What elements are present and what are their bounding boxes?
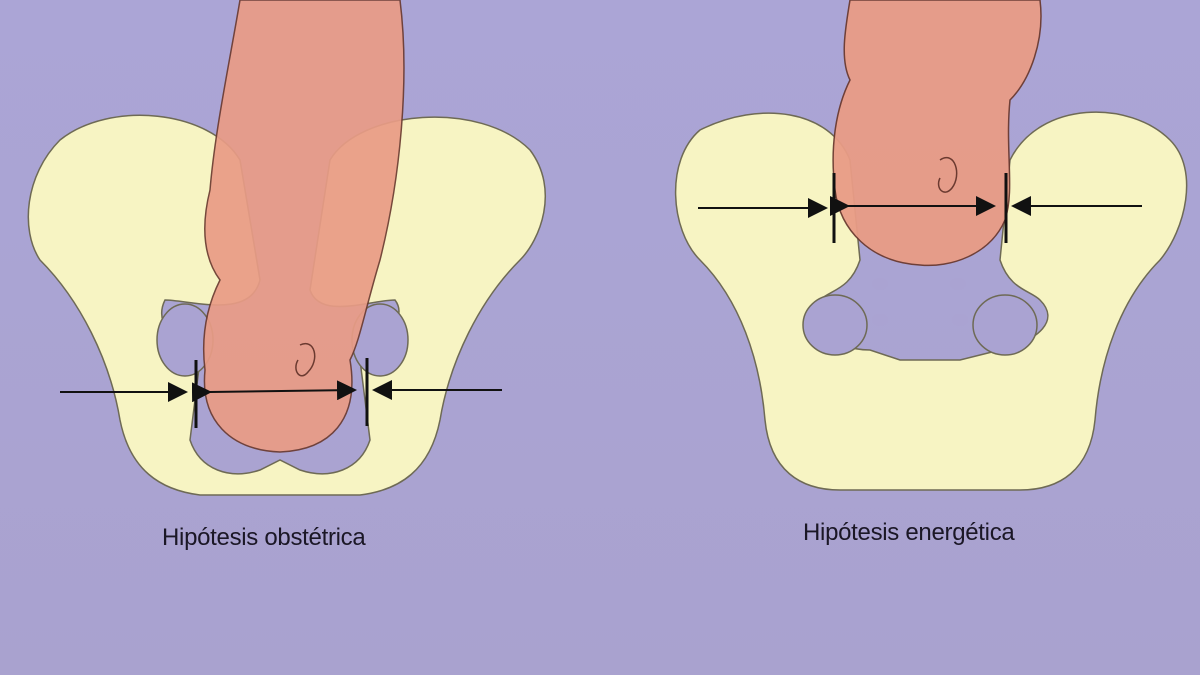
left-measure-arrows: [60, 358, 502, 428]
left-fetus: [202, 0, 405, 453]
caption-energetic-hypothesis: Hipótesis energética: [803, 519, 1015, 546]
caption-obstetric-hypothesis: Hipótesis obstétrica: [162, 524, 366, 551]
right-measure-arrows: [698, 173, 1142, 243]
left-pelvis: [27, 114, 546, 496]
